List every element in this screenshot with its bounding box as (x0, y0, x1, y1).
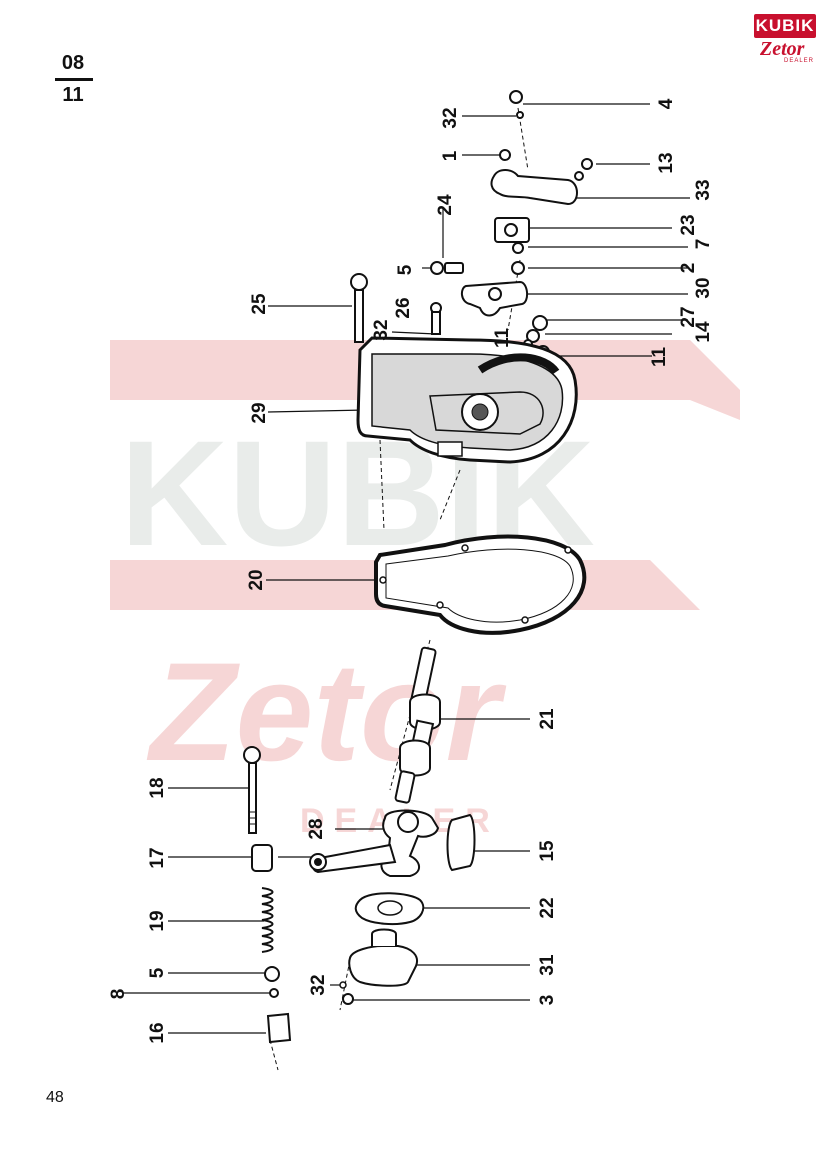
callout-25: 25 (249, 293, 270, 315)
flange-31-neck-icon (371, 928, 397, 946)
block-bore-icon (504, 223, 518, 237)
leader-lines (123, 103, 690, 1034)
lever-33-icon (490, 169, 578, 206)
logo-brand-text: KUBIK (755, 16, 815, 35)
callout-27: 27 (678, 306, 699, 327)
washer-icon (574, 171, 584, 181)
screw-shank-26-icon (431, 311, 441, 335)
washer-32-icon (516, 111, 524, 119)
gasket-22-bore-icon (377, 900, 403, 916)
callout-24: 24 (435, 194, 456, 216)
upper-parts (350, 90, 593, 359)
callout-11-outer: 11 (649, 347, 670, 368)
callout-15: 15 (537, 840, 558, 862)
nut-27-icon (532, 315, 548, 331)
callout-33: 33 (693, 179, 714, 200)
callout-5-bottom: 5 (147, 967, 168, 978)
callout-32-top: 32 (440, 107, 461, 128)
callout-20: 20 (246, 569, 267, 590)
callout-7: 7 (693, 239, 714, 250)
bolt-18 (243, 746, 261, 834)
callout-19: 19 (147, 910, 168, 931)
page-number: 48 (46, 1089, 64, 1106)
housing-29 (356, 336, 578, 464)
watermark-script: Zetor (146, 633, 507, 790)
washer-32c-icon (339, 981, 347, 989)
section-number-bottom: 11 (62, 84, 84, 106)
screw-3-icon (342, 993, 354, 1005)
sleeve-17-icon (251, 844, 273, 872)
callout-18: 18 (147, 777, 168, 798)
callout-22: 22 (537, 897, 558, 918)
cam-15-icon (446, 813, 476, 872)
section-number-top: 08 (61, 52, 85, 74)
callout-32-bottom: 32 (308, 974, 329, 995)
nut-7-icon (512, 242, 524, 254)
bolt-shank-25-icon (354, 289, 364, 343)
section-divider (55, 78, 93, 81)
callout-31: 31 (537, 954, 558, 976)
callout-28: 28 (306, 818, 327, 839)
callout-32-mid: 32 (371, 319, 392, 340)
gasket-holes (379, 544, 572, 624)
stud-24-icon (444, 262, 464, 274)
callout-1: 1 (440, 150, 461, 161)
logo-script-text: Zetor (760, 38, 805, 60)
nut-13-icon (581, 158, 593, 170)
callout-11-inner: 11 (492, 328, 513, 349)
bolt-4-icon (509, 90, 523, 104)
callout-29: 29 (249, 402, 270, 423)
bolt-head-25-icon (350, 273, 368, 291)
callout-16: 16 (147, 1022, 168, 1043)
spring-19-icon (261, 887, 274, 953)
nut-5b-icon (264, 966, 280, 982)
washer-8-icon (269, 988, 279, 998)
flange-bore-icon (488, 287, 502, 301)
nut-5a-icon (430, 261, 444, 275)
callout-2: 2 (678, 263, 699, 274)
shaft-21 (394, 646, 441, 804)
callout-21: 21 (537, 708, 558, 730)
callout-26: 26 (393, 297, 414, 318)
bolt-14-icon (526, 329, 540, 343)
callout-17: 17 (147, 847, 168, 868)
callout-14: 14 (693, 321, 714, 343)
callout-30: 30 (693, 277, 714, 298)
kubik-zetor-logo: KUBIK Zetor DEALER (754, 14, 816, 66)
arm-28 (309, 809, 440, 877)
callout-8: 8 (108, 989, 129, 1000)
callout-3: 3 (537, 995, 558, 1006)
callout-23: 23 (678, 214, 699, 235)
screw-1-icon (499, 149, 511, 161)
logo-brand-box: KUBIK (754, 14, 816, 38)
clevis-16-icon (266, 1012, 292, 1044)
callout-4: 4 (656, 98, 677, 109)
flange-31-icon (348, 945, 418, 987)
callout-labels: 4 32 1 13 33 24 23 7 5 2 30 25 26 27 32 … (108, 98, 714, 1043)
callout-13: 13 (656, 152, 677, 173)
logo-dealer-text: DEALER (784, 58, 815, 64)
callout-5-top: 5 (395, 264, 416, 275)
bolt-2-icon (511, 261, 525, 275)
gasket-inner-icon (385, 548, 574, 623)
